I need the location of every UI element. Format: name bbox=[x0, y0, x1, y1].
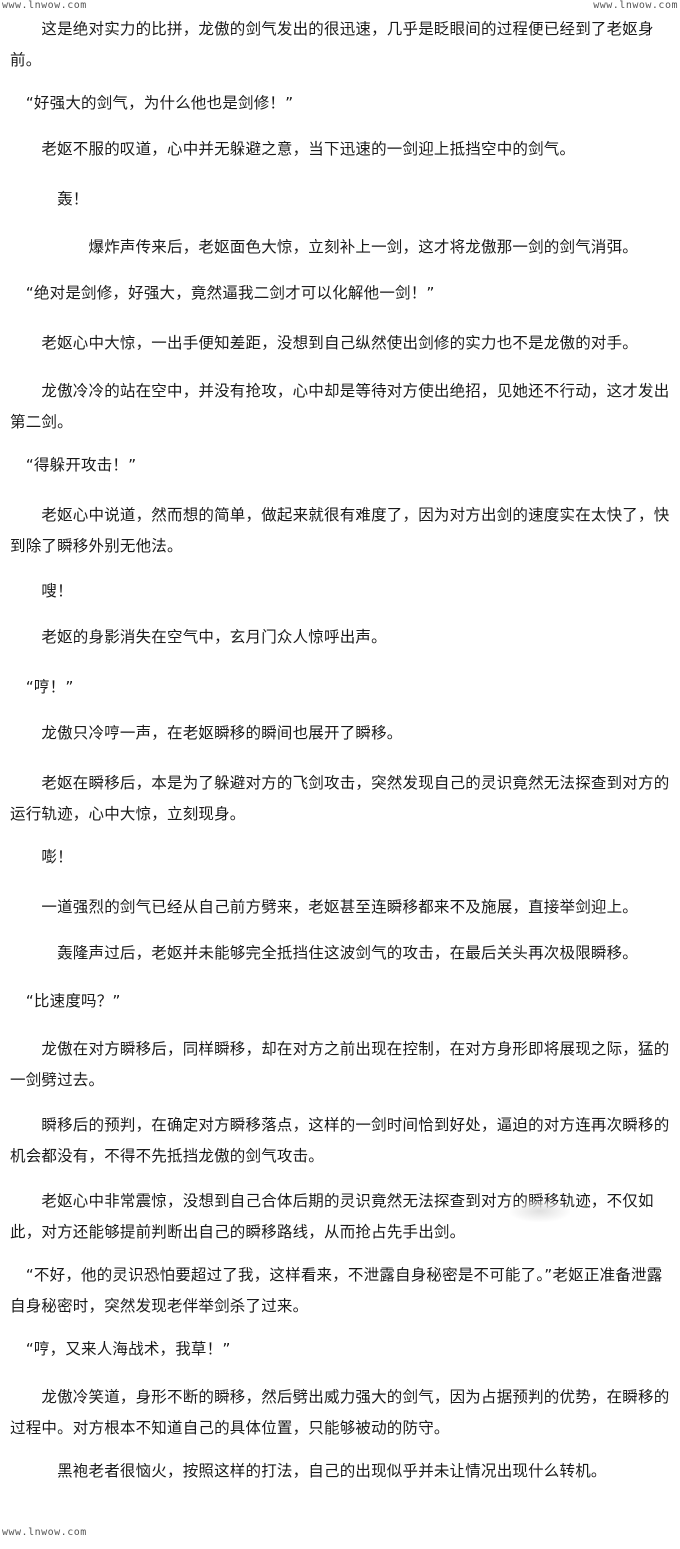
watermark-top-left: www.lnwow.com bbox=[2, 0, 87, 11]
paragraph: 老妪在瞬移后，本是为了躲避对方的飞剑攻击，突然发现自己的灵识竟然无法探查到对方的… bbox=[10, 773, 670, 823]
paragraph: 老妪的身影消失在空气中，玄月门众人惊呼出声。 bbox=[10, 627, 387, 646]
watermark-bottom-left: www.lnwow.com bbox=[2, 1527, 87, 1538]
paragraph: 老妪心中大惊，一出手便知差距，没想到自己纵然使出剑修的实力也不是龙傲的对手。 bbox=[10, 333, 639, 352]
paragraph: “比速度吗？” bbox=[10, 991, 121, 1010]
paragraph: 龙傲冷笑道，身形不断的瞬移，然后劈出威力强大的剑气，因为占据预判的优势，在瞬移的… bbox=[10, 1387, 670, 1437]
paragraph: “哼！” bbox=[10, 677, 74, 696]
paragraph: “哼，又来人海战术，我草！” bbox=[10, 1339, 231, 1358]
paragraph: 老妪心中说道，然而想的简单，做起来就很有难度了，因为对方出剑的速度实在太快了，快… bbox=[10, 505, 670, 555]
paragraph: 嗖！ bbox=[10, 581, 73, 600]
paragraph: 轰隆声过后，老妪并未能够完全抵挡住这波剑气的攻击，在最后关头再次极限瞬移。 bbox=[10, 943, 639, 962]
paragraph: 这是绝对实力的比拼，龙傲的剑气发出的很迅速，几乎是眨眼间的过程便已经到了老妪身前… bbox=[10, 19, 654, 69]
paragraph: 轰！ bbox=[10, 189, 89, 208]
paragraph: 爆炸声传来后，老妪面色大惊，立刻补上一剑，这才将龙傲那一剑的剑气消弭。 bbox=[10, 237, 639, 256]
paragraph: 龙傲只冷哼一声，在老妪瞬移的瞬间也展开了瞬移。 bbox=[10, 723, 403, 742]
paragraph: 一道强烈的剑气已经从自己前方劈来，老妪甚至连瞬移都来不及施展，直接举剑迎上。 bbox=[10, 897, 639, 916]
paragraph: “绝对是剑修，好强大，竟然逼我二剑才可以化解他一剑！” bbox=[10, 283, 435, 302]
paragraph: “不好，他的灵识恐怕要超过了我，这样看来，不泄露自身秘密是不可能了。”老妪正准备… bbox=[10, 1265, 663, 1315]
watermark-top-right: www.lnwow.com bbox=[593, 0, 678, 11]
paragraph: “好强大的剑气，为什么他也是剑修！” bbox=[10, 93, 294, 112]
paragraph: 龙傲冷冷的站在空中，并没有抢攻，心中却是等待对方使出绝招，见她还不行动，这才发出… bbox=[10, 381, 670, 431]
paragraph: 嘭！ bbox=[10, 847, 73, 866]
scan-smudge bbox=[510, 1200, 570, 1222]
paragraph: 老妪心中非常震惊，没想到自己合体后期的灵识竟然无法探查到对方的瞬移轨迹，不仅如此… bbox=[10, 1191, 654, 1241]
paragraph: “得躲开攻击！” bbox=[10, 455, 137, 474]
paragraph: 龙傲在对方瞬移后，同样瞬移，却在对方之前出现在控制，在对方身形即将展现之际，猛的… bbox=[10, 1039, 670, 1089]
paragraph: 瞬移后的预判，在确定对方瞬移落点，这样的一剑时间恰到好处，逼迫的对方连再次瞬移的… bbox=[10, 1115, 670, 1165]
paragraph: 老妪不服的叹道，心中并无躲避之意，当下迅速的一剑迎上抵挡空中的剑气。 bbox=[10, 139, 576, 158]
paragraph: 黑袍老者很恼火，按照这样的打法，自己的出现似乎并未让情况出现什么转机。 bbox=[10, 1461, 607, 1480]
